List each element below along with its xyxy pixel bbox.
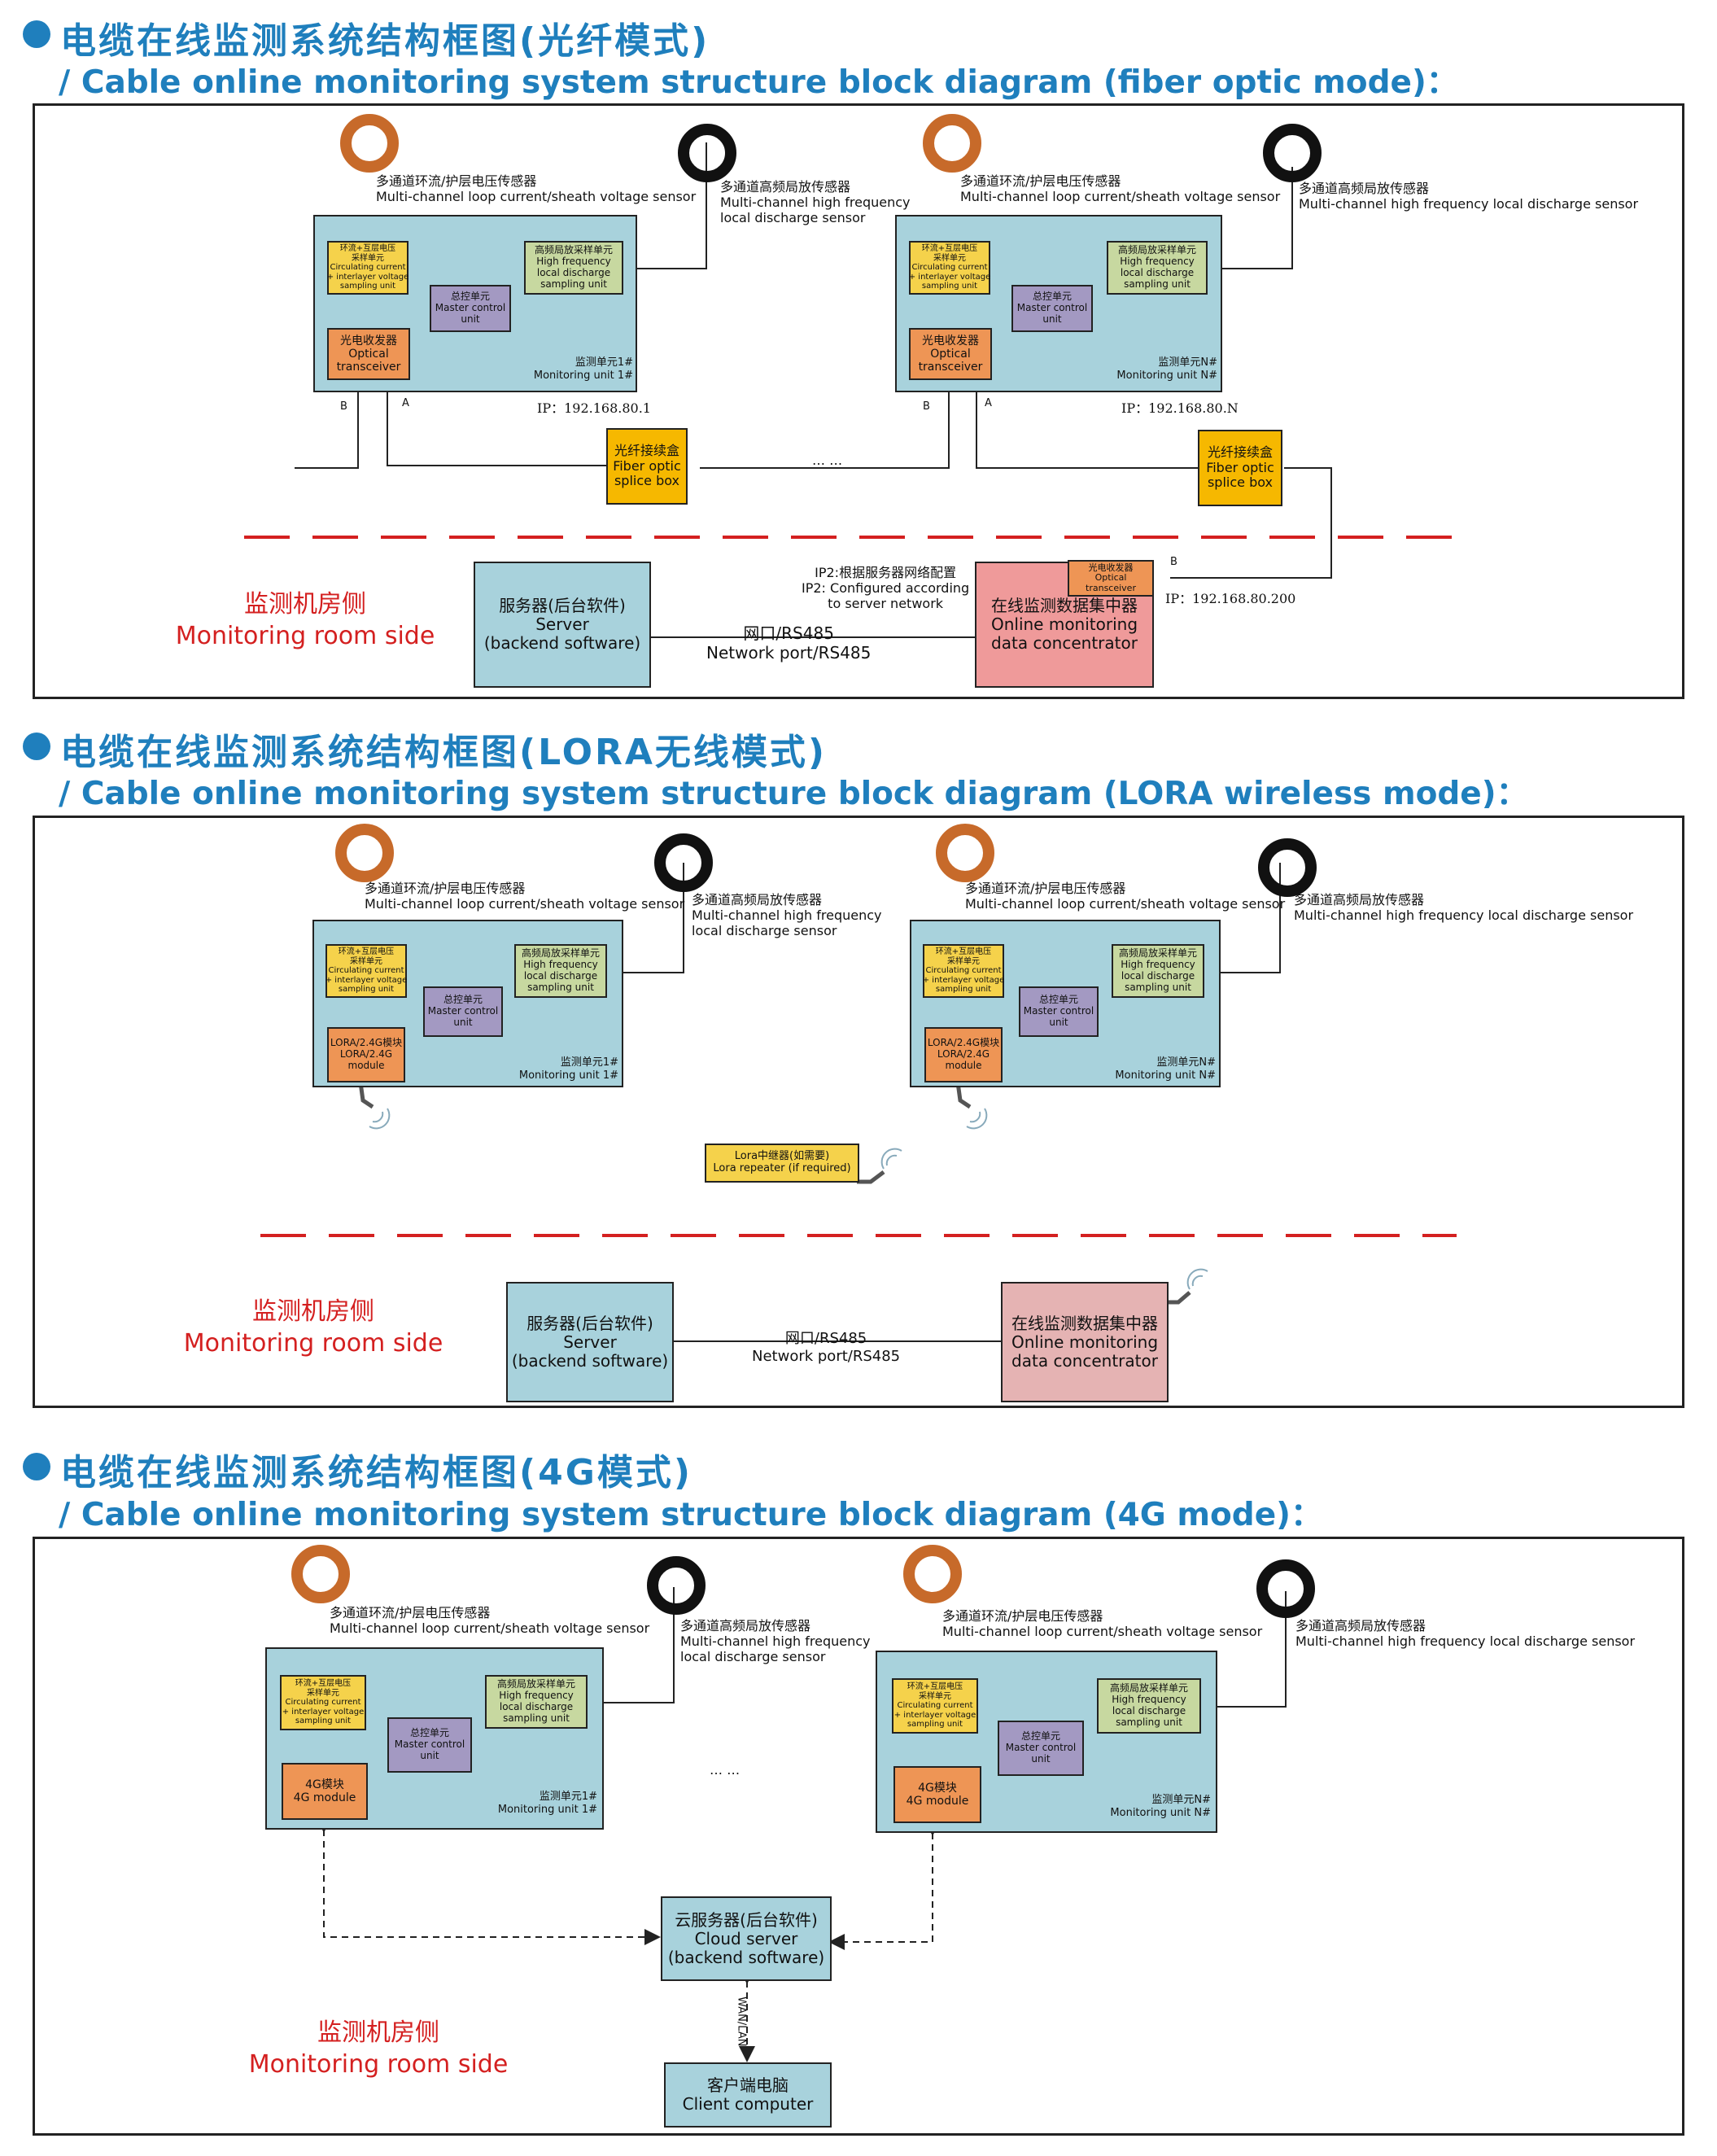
lora-repeater: Lora中继器(如需要)Lora repeater (if required) bbox=[705, 1144, 859, 1183]
unit-n-label: 监测单元N#Monitoring unit N# bbox=[1110, 1794, 1211, 1819]
pd-sensor-ring-icon bbox=[1256, 1559, 1315, 1618]
fiber-title-cn: 电缆在线监测系统结构框图(光纤模式) bbox=[60, 20, 710, 62]
fiber-title-en: / Cable online monitoring system structu… bbox=[59, 64, 1458, 101]
unit-1-label: 监测单元1#Monitoring unit 1# bbox=[518, 1056, 618, 1082]
unit-n-label: 监测单元N#Monitoring unit N# bbox=[1116, 356, 1217, 382]
section-bullet-icon bbox=[23, 1453, 50, 1480]
ellipsis-1: … … bbox=[812, 453, 843, 468]
pd-sensor-ring-icon bbox=[647, 1556, 706, 1615]
port-b-label: B bbox=[923, 400, 930, 413]
wan-lan-label: WAN/LAN bbox=[735, 1996, 748, 2047]
ip-concentrator: IP：192.168.80.200 bbox=[1165, 591, 1296, 606]
unit-n-label: 监测单元N#Monitoring unit N# bbox=[1115, 1056, 1216, 1082]
port-a-label: A bbox=[985, 397, 992, 409]
section-bullet-icon bbox=[23, 20, 50, 48]
lora-title-en: / Cable online monitoring system structu… bbox=[59, 776, 1528, 812]
server-box: 服务器(后台软件)Server(backend software) bbox=[506, 1282, 674, 1402]
g4-title-cn: 电缆在线监测系统结构框图(4G模式) bbox=[60, 1452, 692, 1493]
cloud-server-box: 云服务器(后台软件)Cloud server(backend software) bbox=[661, 1896, 832, 1981]
loop-current-sensor-ring-icon bbox=[903, 1545, 962, 1603]
loop-current-sensor-ring-icon bbox=[291, 1545, 350, 1603]
port-b-label: B bbox=[1170, 556, 1177, 568]
unit-1-label: 监测单元1#Monitoring unit 1# bbox=[497, 1791, 597, 1816]
ip-unit-1: IP：192.168.80.1 bbox=[537, 400, 651, 416]
lora-diagram-frame bbox=[33, 816, 1684, 1408]
port-b-label: B bbox=[340, 400, 347, 413]
port-a-label: A bbox=[402, 397, 409, 409]
unit-1-label: 监测单元1#Monitoring unit 1# bbox=[533, 356, 633, 382]
server-box: 服务器(后台软件)Server(backend software) bbox=[474, 562, 651, 688]
ellipsis-g4: … … bbox=[710, 1762, 741, 1778]
fiber-diagram-frame bbox=[33, 103, 1684, 699]
ip-unit-n: IP：192.168.80.N bbox=[1121, 400, 1239, 416]
g4-title-en: / Cable online monitoring system structu… bbox=[59, 1497, 1322, 1533]
section-bullet-icon bbox=[23, 733, 50, 760]
lora-title-cn: 电缆在线监测系统结构框图(LORA无线模式) bbox=[60, 732, 828, 773]
